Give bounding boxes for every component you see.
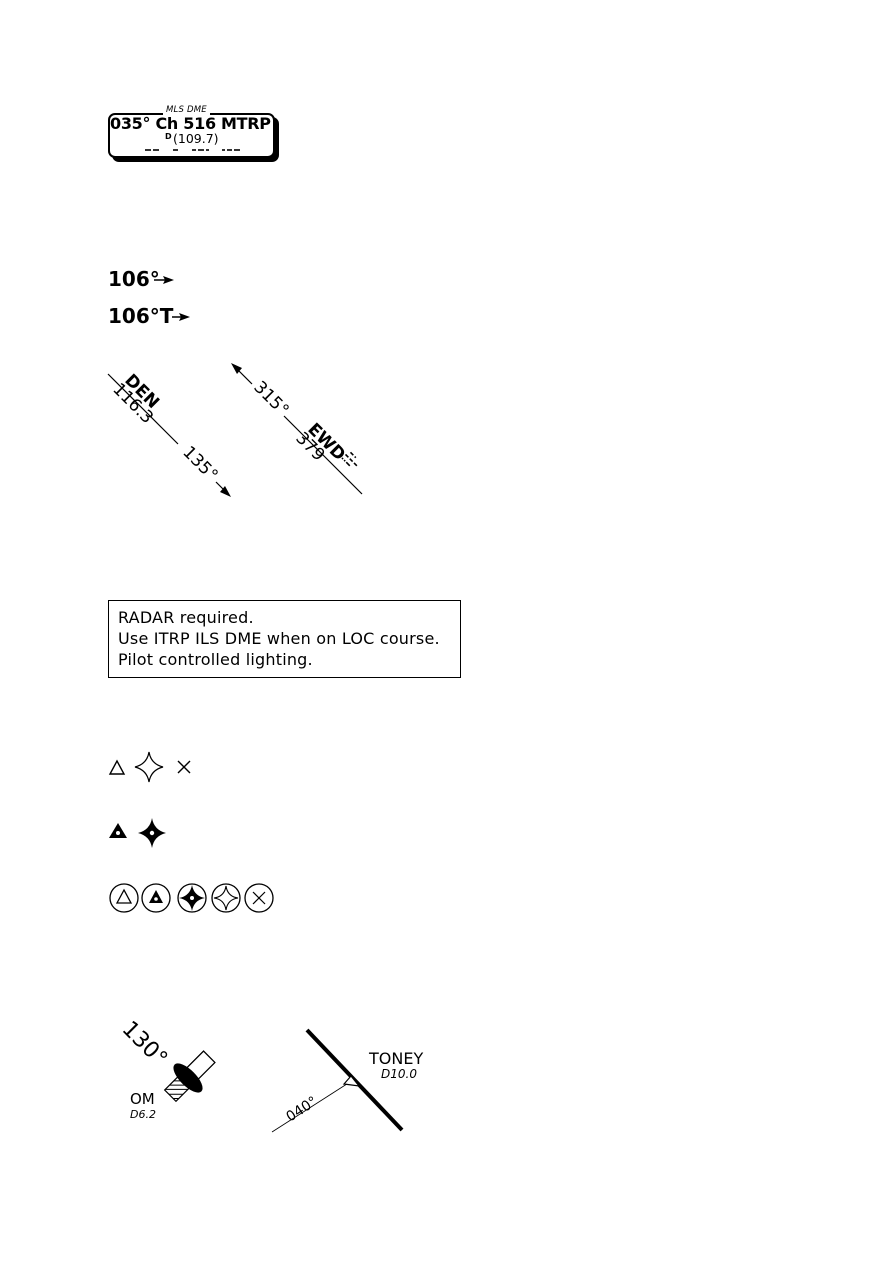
true-course-label: 106°T — [108, 304, 174, 328]
triangle-icon — [115, 888, 133, 904]
arrow-right-icon — [154, 276, 174, 284]
om-dme: D6.2 — [130, 1108, 156, 1121]
x-mark-icon — [252, 891, 266, 905]
arrow-down-right-icon — [220, 486, 231, 497]
ewd-bearing: 315° — [249, 377, 292, 420]
marker-lobe-icon — [173, 1063, 203, 1093]
magnetic-course-label: 106° — [108, 267, 160, 291]
om-inbound-bearing: 130° — [117, 1017, 172, 1072]
den-radial-line — [107, 373, 179, 445]
radial-diagram: DEN 116.3 135° 315° EWD 379 — [107, 363, 363, 497]
den-bearing: 135° — [178, 442, 221, 485]
toney-name: TONEY — [368, 1049, 423, 1068]
remark-line: Pilot controlled lighting. — [118, 650, 313, 669]
fix-symbols-open — [108, 751, 191, 783]
triangle-icon — [108, 759, 126, 775]
toney-radial-bearing: 040° — [283, 1094, 320, 1126]
morse-code-icon — [145, 149, 240, 151]
x-mark-icon — [177, 760, 191, 774]
ewd-radial-line — [283, 415, 363, 495]
fix-symbols-circled — [109, 883, 274, 913]
toney-radial-line — [271, 1081, 351, 1133]
remark-line: Use ITRP ILS DME when on LOC course. — [118, 629, 440, 648]
mls-frequency: (109.7) — [173, 131, 219, 146]
remark-line: RADAR required. — [118, 608, 254, 627]
triangle-icon — [342, 1075, 361, 1087]
fix-symbols-filled — [109, 818, 166, 848]
solid-triangle-icon — [109, 823, 127, 838]
om-name: OM — [130, 1090, 155, 1108]
outer-marker-diagram: 130° OM D6.2 — [117, 1017, 216, 1121]
mls-channel-label: 035° Ch 516 MTRP — [110, 114, 271, 133]
toney-fix-diagram: TONEY D10.0 040° — [271, 1028, 423, 1133]
arrow-right-icon — [172, 313, 190, 321]
remarks-box — [108, 600, 461, 678]
compulsory-reporting-star-icon — [134, 751, 164, 783]
compulsory-reporting-star-icon — [213, 885, 239, 911]
solid-triangle-icon — [149, 890, 163, 903]
morse-code-icon — [341, 451, 358, 467]
mls-dme-caption: MLS DME — [163, 105, 210, 115]
ewd-radial-arrow-line — [233, 365, 253, 385]
toney-dme: D10.0 — [381, 1067, 417, 1081]
mls-freq-prefix: D — [165, 132, 172, 141]
